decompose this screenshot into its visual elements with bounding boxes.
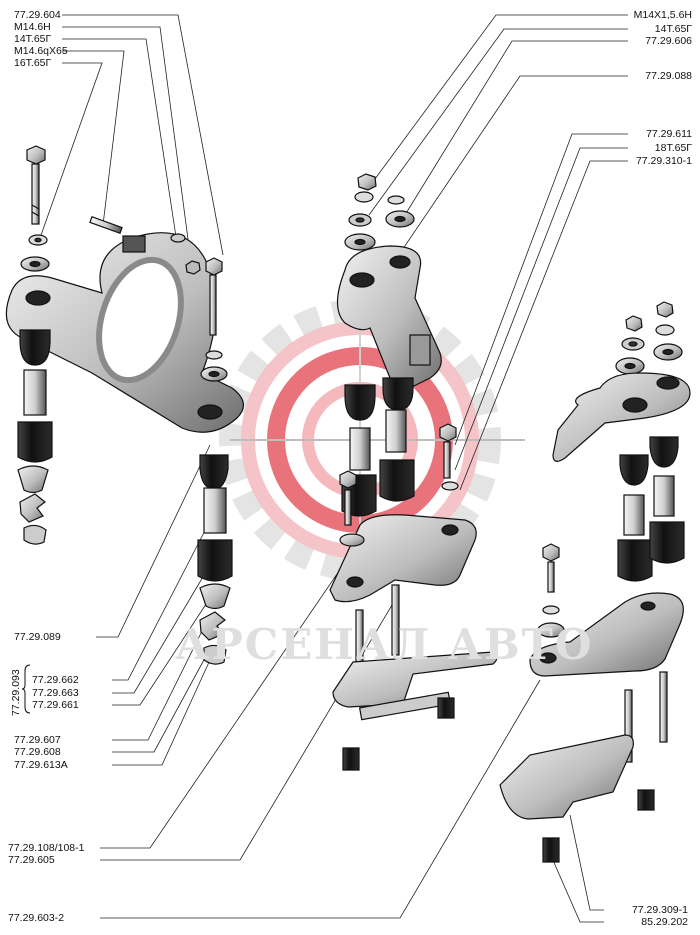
left-clip [19, 493, 46, 523]
right-upper-bracket [552, 372, 691, 462]
label-77-29-611: 77.29.611 [646, 128, 692, 140]
center-cushion-right [382, 377, 414, 411]
label-77-29-310-1: 77.29.310-1 [635, 155, 692, 167]
label-77-29-608: 77.29.608 [14, 746, 61, 758]
label-85-29-202: 85.29.202 [641, 916, 688, 928]
left-lower-sleeve [203, 487, 227, 534]
center-cushion-left [344, 384, 376, 421]
group-bracket [22, 664, 31, 714]
left-rubber-cushion-bottom [17, 421, 53, 463]
right-sleeve-b [653, 475, 675, 517]
right-bolt [542, 543, 560, 562]
right-cushion-a [619, 454, 649, 486]
center-bolt-b [439, 423, 457, 442]
left-cross-bolt [89, 215, 123, 235]
label-77-29-606: 77.29.606 [645, 35, 692, 47]
right-cushion-b [649, 436, 679, 468]
watermark-text: АРСЕНАЛ АВТО [175, 620, 594, 669]
label-77-29-661: 77.29.661 [32, 699, 79, 711]
center-assembly [329, 173, 498, 771]
label-77-29-604: 77.29.604 [14, 9, 61, 21]
center-bolt-a [339, 470, 357, 489]
center-sleeve-right [385, 409, 407, 453]
center-stud-a [391, 584, 400, 656]
label-m14-6qx65: M14.6qX65 [14, 45, 68, 57]
label-77-29-108: 77.29.108/108-1 [8, 842, 85, 854]
center-plate [329, 514, 477, 603]
group-code-77-29-093: 77.29.093 [10, 669, 22, 716]
label-77-29-662: 77.29.662 [32, 674, 79, 686]
left-right-bolt [205, 257, 223, 276]
label-18t-65g: 18T.65Г [654, 142, 692, 154]
label-77-29-607: 77.29.607 [14, 734, 61, 746]
left-sleeve [23, 369, 47, 416]
label-14t-65g-right: 14T.65Г [654, 23, 692, 35]
left-assembly [5, 145, 244, 665]
right-insert-nut-low [542, 837, 560, 863]
center-nut-top [357, 173, 377, 191]
left-rubber-cushion-top [19, 329, 51, 366]
center-insert-nut-low [342, 747, 360, 771]
right-sleeve-a [623, 494, 645, 536]
label-77-29-613a: 77.29.613A [14, 759, 68, 771]
center-bottom-plate [332, 651, 498, 708]
label-16t-65g: 16T.65Г [14, 57, 52, 69]
left-lower-rubber [197, 539, 233, 582]
right-plate [529, 592, 684, 677]
center-sleeve-left [349, 427, 371, 471]
label-m14-6h: M14.6H [14, 21, 51, 33]
label-77-29-663: 77.29.663 [32, 687, 79, 699]
label-14t-65g-left: 14T.65Г [14, 33, 52, 45]
right-insert-nut [637, 789, 655, 811]
label-77-29-603-2: 77.29.603-2 [8, 912, 65, 924]
right-nut-b [656, 301, 674, 318]
label-77-29-089: 77.29.089 [14, 631, 61, 643]
right-stud-a [624, 689, 633, 763]
left-lower-cushion [199, 454, 229, 490]
right-lower-plate [499, 734, 634, 820]
label-m14x1-5-6h: M14X1,5.6H [633, 9, 692, 21]
leader-lines [39, 14, 628, 923]
label-77-29-605: 77.29.605 [8, 854, 55, 866]
label-77-29-088: 77.29.088 [645, 70, 692, 82]
left-spacer [17, 465, 49, 494]
label-77-29-309-1: 77.29.309-1 [631, 904, 688, 916]
right-nut-a [625, 315, 643, 332]
right-assembly [499, 301, 691, 863]
left-small-nut [185, 260, 201, 275]
right-stud-b [659, 671, 668, 743]
left-long-bolt [26, 145, 46, 165]
center-insert-nut [437, 697, 455, 719]
